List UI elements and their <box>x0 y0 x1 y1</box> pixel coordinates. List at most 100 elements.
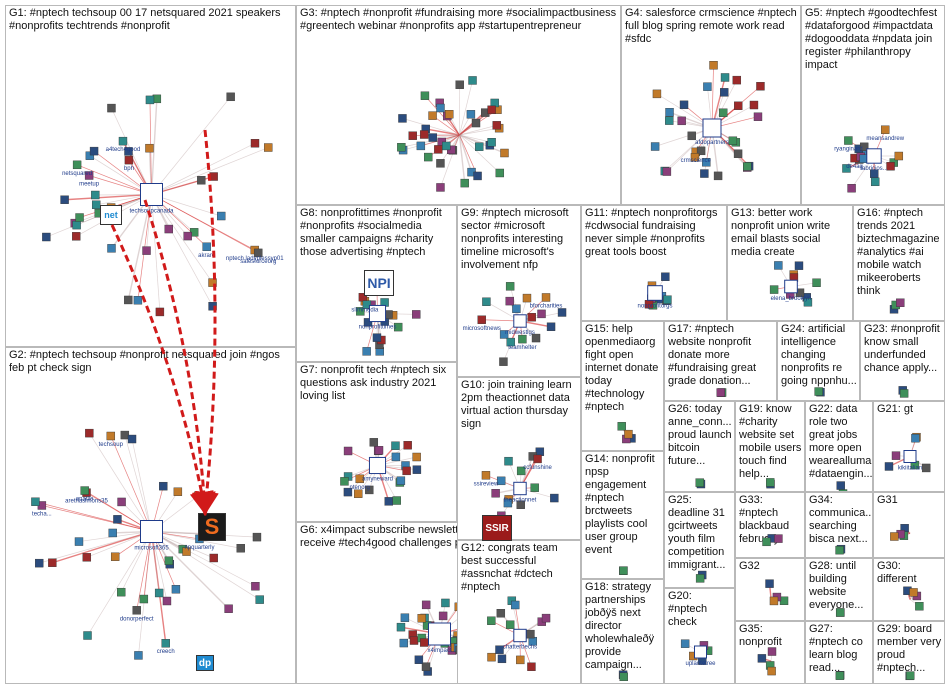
vertex-thumbnail[interactable] <box>541 613 551 623</box>
vertex-thumbnail[interactable] <box>835 545 844 555</box>
vertex-thumbnail[interactable] <box>162 596 172 606</box>
vertex-thumbnail[interactable] <box>713 171 723 181</box>
vertex-thumbnail[interactable] <box>396 622 406 632</box>
vertex-thumbnail[interactable] <box>434 145 443 154</box>
hub-vertex[interactable] <box>647 285 663 301</box>
vertex-thumbnail[interactable] <box>48 558 57 567</box>
hub-vertex[interactable] <box>368 304 387 323</box>
vertex-thumbnail[interactable] <box>91 190 100 200</box>
vertex-thumbnail[interactable] <box>769 596 779 606</box>
vertex-thumbnail[interactable] <box>522 293 532 303</box>
vertex-thumbnail[interactable] <box>226 92 235 102</box>
vertex-thumbnail[interactable] <box>264 143 273 152</box>
vertex-thumbnail[interactable] <box>208 302 217 311</box>
vertex-thumbnail[interactable] <box>124 147 133 156</box>
vertex-thumbnail[interactable] <box>766 478 775 487</box>
vertex-thumbnail[interactable] <box>419 638 429 647</box>
vertex-thumbnail[interactable] <box>224 604 233 613</box>
vertex-thumbnail[interactable] <box>518 334 527 344</box>
vertex-thumbnail[interactable] <box>526 629 535 639</box>
vertex-thumbnail[interactable] <box>915 602 924 611</box>
vertex-thumbnail[interactable] <box>142 246 151 255</box>
vertex-thumbnail[interactable] <box>743 162 752 171</box>
vertex-thumbnail[interactable] <box>417 614 426 623</box>
vertex-thumbnail[interactable] <box>665 116 674 125</box>
hub-vertex[interactable] <box>866 148 882 164</box>
vertex-thumbnail[interactable] <box>835 608 845 617</box>
vertex-thumbnail[interactable] <box>420 91 430 100</box>
vertex-thumbnail[interactable] <box>886 162 895 171</box>
vertex-thumbnail[interactable] <box>441 598 450 608</box>
vertex-thumbnail[interactable] <box>859 142 869 152</box>
vertex-thumbnail[interactable] <box>398 114 407 123</box>
vertex-thumbnail[interactable] <box>412 310 421 319</box>
vertex-thumbnail[interactable] <box>541 293 551 302</box>
hub-vertex[interactable] <box>694 645 707 659</box>
vertex-thumbnail[interactable] <box>171 585 181 594</box>
vertex-thumbnail[interactable] <box>619 672 628 682</box>
hub-vertex[interactable] <box>702 118 722 138</box>
vertex-thumbnail[interactable] <box>762 537 771 547</box>
vertex-thumbnail[interactable] <box>60 195 69 204</box>
vertex-thumbnail[interactable] <box>516 655 525 665</box>
vertex-thumbnail[interactable] <box>814 387 823 396</box>
vertex-thumbnail[interactable] <box>80 486 89 495</box>
vertex-thumbnail[interactable] <box>145 143 154 153</box>
vertex-thumbnail[interactable] <box>695 478 704 487</box>
vertex-thumbnail[interactable] <box>250 139 260 148</box>
vertex-thumbnail[interactable] <box>217 211 226 221</box>
vertex-thumbnail[interactable] <box>527 662 536 671</box>
vertex-thumbnail[interactable] <box>445 110 454 119</box>
vertex-thumbnail[interactable] <box>421 600 431 610</box>
vertex-thumbnail[interactable] <box>496 476 506 486</box>
vertex-thumbnail[interactable] <box>679 100 689 110</box>
vertex-thumbnail[interactable] <box>803 298 813 307</box>
vertex-thumbnail[interactable] <box>732 75 742 85</box>
vertex-thumbnail[interactable] <box>624 429 633 439</box>
vertex-thumbnail[interactable] <box>85 151 95 160</box>
vertex-thumbnail[interactable] <box>91 200 101 209</box>
vertex-thumbnail[interactable] <box>106 431 116 441</box>
vertex-thumbnail[interactable] <box>709 61 718 70</box>
vertex-thumbnail[interactable] <box>884 462 894 471</box>
vertex-thumbnail[interactable] <box>720 88 729 97</box>
vertex-thumbnail[interactable] <box>182 547 191 556</box>
vertex-thumbnail[interactable] <box>703 82 712 91</box>
vertex-thumbnail[interactable] <box>133 296 143 305</box>
vertex-thumbnail[interactable] <box>343 446 353 456</box>
vertex-thumbnail[interactable] <box>557 308 567 317</box>
vertex-thumbnail[interactable] <box>85 428 94 438</box>
vertex-thumbnail[interactable] <box>680 639 690 648</box>
vertex-thumbnail[interactable] <box>482 297 491 306</box>
vertex-thumbnail[interactable] <box>492 121 501 130</box>
vertex-thumbnail[interactable] <box>145 95 155 105</box>
netsquared-logo[interactable]: net <box>100 205 122 225</box>
vertex-thumbnail[interactable] <box>412 452 421 462</box>
vertex-thumbnail[interactable] <box>909 588 918 597</box>
vertex-thumbnail[interactable] <box>757 654 767 663</box>
vertex-thumbnail[interactable] <box>695 574 705 583</box>
vertex-thumbnail[interactable] <box>535 447 545 456</box>
vertex-thumbnail[interactable] <box>107 103 116 113</box>
vertex-thumbnail[interactable] <box>74 537 84 546</box>
vertex-thumbnail[interactable] <box>127 434 137 444</box>
vertex-thumbnail[interactable] <box>124 295 133 305</box>
vertex-thumbnail[interactable] <box>894 151 904 161</box>
vertex-thumbnail[interactable] <box>391 441 400 450</box>
vertex-thumbnail[interactable] <box>117 587 126 597</box>
vertex-thumbnail[interactable] <box>774 261 783 270</box>
vertex-thumbnail[interactable] <box>208 278 217 287</box>
vertex-thumbnail[interactable] <box>194 491 203 500</box>
vertex-thumbnail[interactable] <box>516 466 526 476</box>
hub-vertex[interactable] <box>784 279 798 294</box>
vertex-thumbnail[interactable] <box>173 487 183 496</box>
hub-vertex[interactable] <box>513 314 527 328</box>
vertex-thumbnail[interactable] <box>499 330 509 339</box>
vertex-thumbnail[interactable] <box>117 497 126 507</box>
vertex-thumbnail[interactable] <box>340 477 349 486</box>
vertex-thumbnail[interactable] <box>436 103 445 113</box>
vertex-thumbnail[interactable] <box>252 532 262 542</box>
vertex-thumbnail[interactable] <box>504 456 513 466</box>
vertex-thumbnail[interactable] <box>812 278 821 287</box>
vertex-thumbnail[interactable] <box>107 244 116 253</box>
